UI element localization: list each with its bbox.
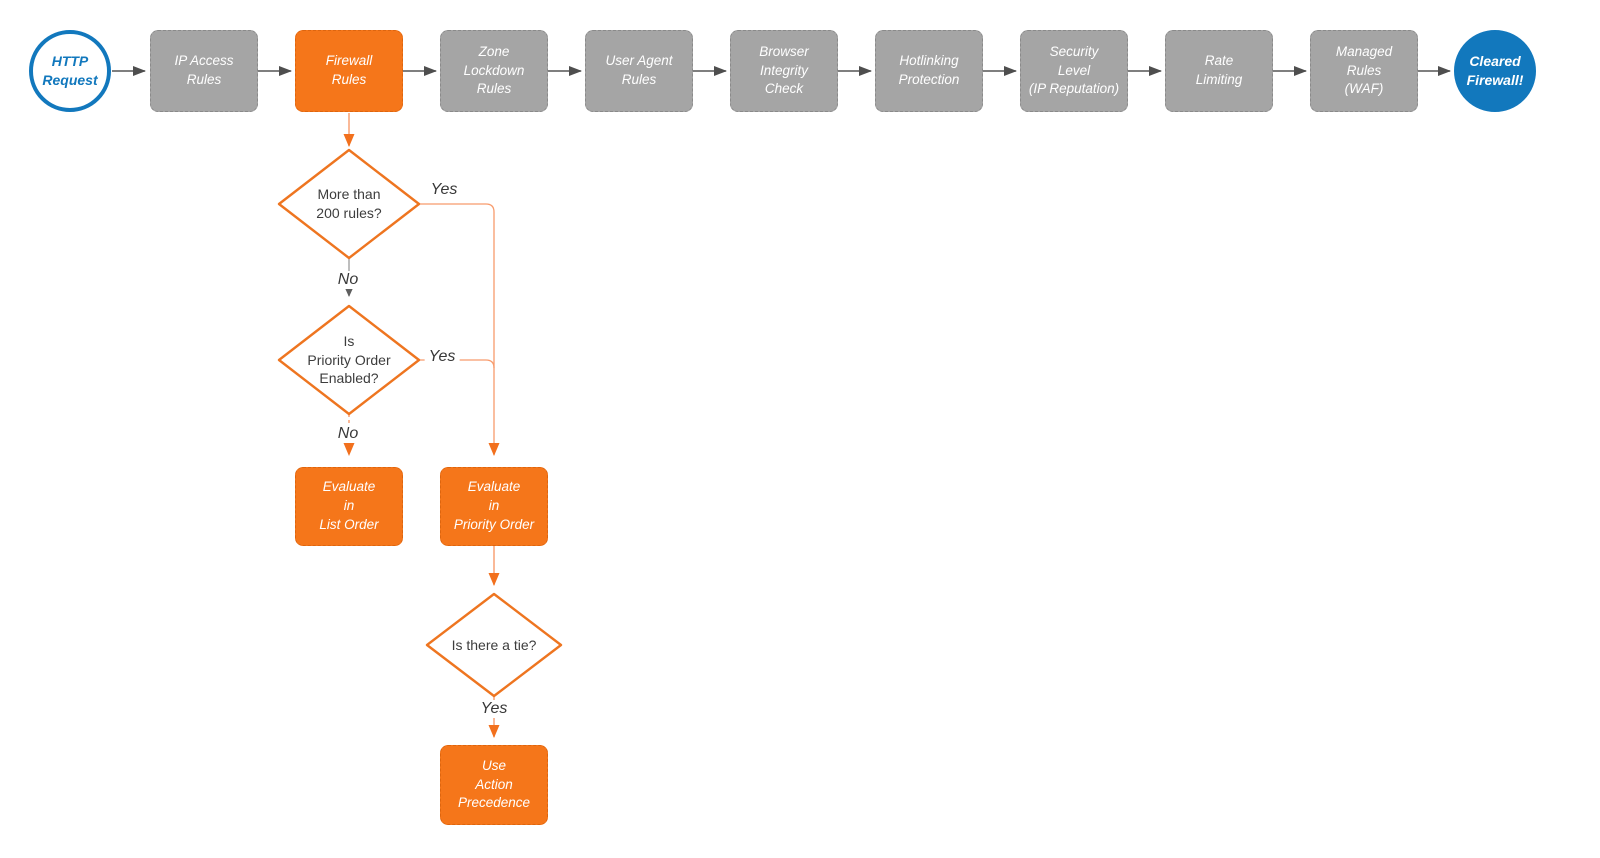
decision-label: Is there a tie? [451, 636, 537, 653]
stage-label: Security Level (IP Reputation) [1028, 43, 1120, 97]
stage-zone-lockdown-rules: Zone Lockdown Rules [440, 30, 548, 112]
stage-label: IP Access Rules [174, 53, 234, 87]
process-evaluate-in-list-order: Evaluate in List Order [295, 467, 403, 546]
decision-is-there-a-tie: Is there a tie? [427, 594, 561, 696]
decision-label: More than 200 rules? [316, 186, 382, 221]
stage-user-agent-rules: User Agent Rules [585, 30, 693, 112]
end-node-cleared-firewall: Cleared Firewall! [1454, 30, 1536, 112]
stage-firewall-rules: Firewall Rules [295, 30, 403, 112]
decision-shape-rules-count [277, 148, 421, 260]
stage-label: Hotlinking Protection [898, 53, 960, 87]
decision-shape-tie [425, 592, 563, 698]
stage-browser-integrity-check: Browser Integrity Check [730, 30, 838, 112]
stage-rate-limiting: Rate Limiting [1165, 30, 1273, 112]
process-evaluate-in-priority-order: Evaluate in Priority Order [440, 467, 548, 546]
end-node-label: Cleared Firewall! [1466, 53, 1524, 88]
process-label: Evaluate in List Order [319, 479, 379, 532]
process-use-action-precedence: Use Action Precedence [440, 745, 548, 825]
stage-label: User Agent Rules [605, 53, 673, 87]
edge-label-yes-priority: Yes [424, 348, 460, 366]
edge-label-no-priority: No [333, 425, 363, 443]
stage-label: Browser Integrity Check [759, 43, 809, 97]
stage-managed-rules-waf: Managed Rules (WAF) [1310, 30, 1418, 112]
decision-more-than-200-rules: More than 200 rules? [279, 150, 419, 258]
edge-label-yes-rules-count: Yes [426, 181, 462, 199]
start-node-label: HTTP Request [42, 53, 98, 88]
process-label: Evaluate in Priority Order [453, 479, 535, 532]
stage-hotlinking-protection: Hotlinking Protection [875, 30, 983, 112]
edge-yes-rules-count-to-evaluate-priority [419, 203, 500, 456]
edge-label-no-rules-count: No [333, 271, 363, 289]
stage-label: Managed Rules (WAF) [1335, 43, 1393, 97]
stage-label: Zone Lockdown Rules [463, 43, 525, 97]
process-label: Use Action Precedence [457, 757, 531, 811]
stage-security-level-ip-reputation: Security Level (IP Reputation) [1020, 30, 1128, 112]
edge-yes-priority-joins-vertical [419, 359, 495, 369]
start-node-http-request: HTTP Request [29, 30, 111, 112]
stage-ip-access-rules: IP Access Rules [150, 30, 258, 112]
decision-priority-order-enabled: Is Priority Order Enabled? [279, 306, 419, 414]
stage-label: Firewall Rules [325, 53, 373, 87]
stage-label: Rate Limiting [1195, 53, 1243, 87]
decision-shape-priority-enabled [277, 304, 421, 416]
edge-label-yes-tie: Yes [476, 700, 512, 718]
decision-label: Is Priority Order Enabled? [307, 332, 391, 387]
